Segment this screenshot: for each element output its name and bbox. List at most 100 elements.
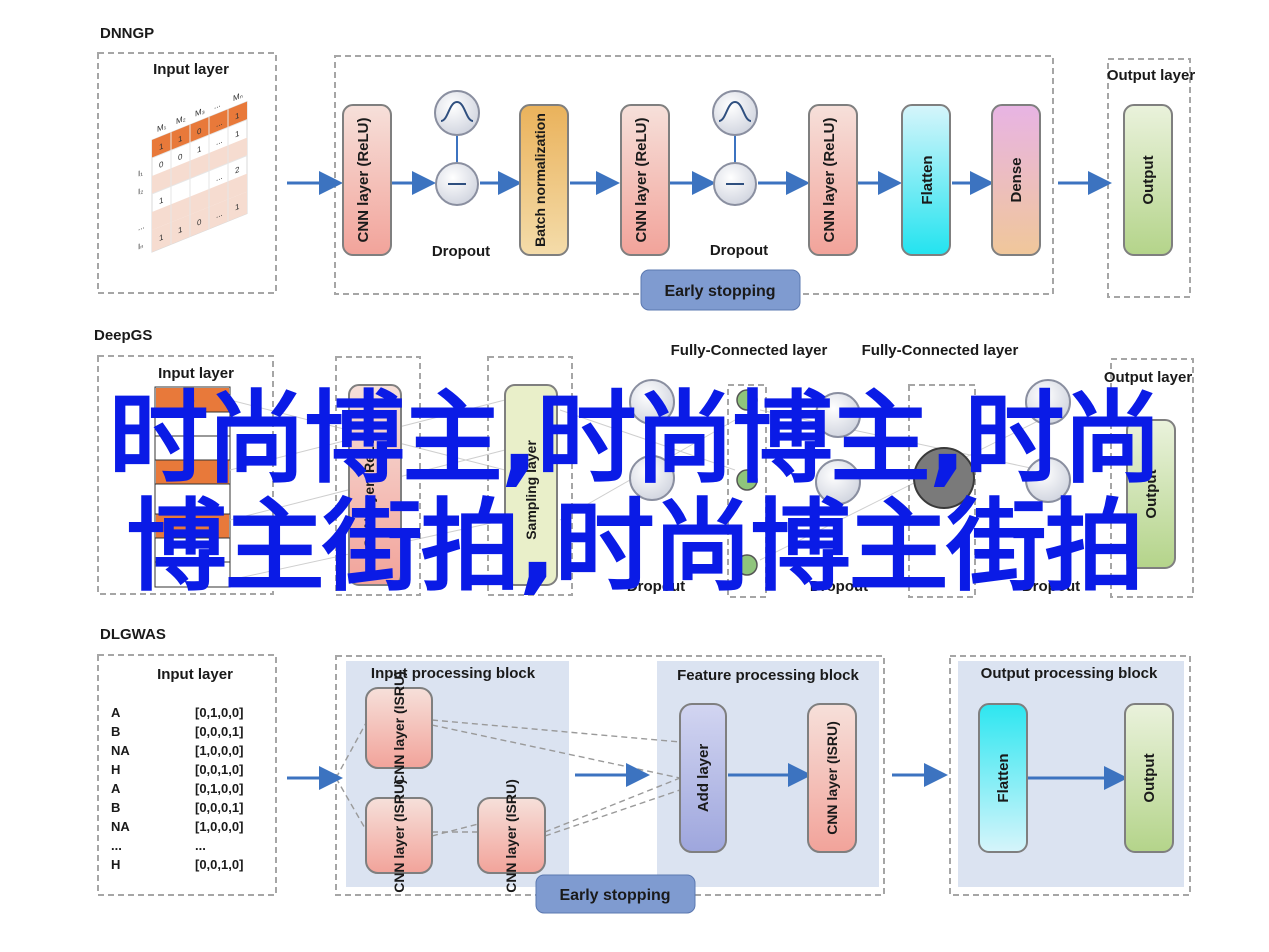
cnn-layer-block	[620, 104, 670, 256]
fc-node	[913, 447, 975, 509]
sequence-code: [0,0,1,0]	[195, 857, 243, 872]
output-label: Output	[1143, 469, 1160, 518]
panel-deepgs: DeepGS Input layer 0 ... 0 C	[94, 327, 1194, 598]
matrix-cell: 0	[197, 125, 202, 137]
sequence-base: A	[111, 705, 121, 720]
input-layer-label: Input layer	[153, 61, 229, 78]
sequence-base: H	[111, 762, 120, 777]
highlight-row	[152, 101, 247, 158]
sequence-base: B	[111, 724, 120, 739]
panel-dnngp: DNNGP Input layer 1 1 0 ... 1 0 0 1 ... …	[97, 25, 1196, 311]
output-layer-frame	[1110, 358, 1194, 598]
matrix-row-header: I₁	[138, 167, 143, 179]
output-label: Output	[1140, 155, 1157, 204]
panel-title: DeepGS	[94, 327, 152, 344]
matrix-cell: ...	[188, 496, 195, 505]
flatten-block	[901, 104, 951, 256]
sampling-layer-block	[504, 384, 558, 586]
input-layer-frame	[97, 355, 274, 595]
output-layer-label: Output layer	[1107, 67, 1196, 84]
early-stopping-label: Early stopping	[664, 283, 775, 300]
flatten-label: Flatten	[919, 155, 936, 204]
sampling-layer-label: Sampling layer	[523, 440, 539, 540]
input-layer-frame	[97, 654, 277, 896]
cnn-isru-label: CNN layer (ISRU)	[503, 779, 519, 893]
dropout-label: Dropout	[1022, 578, 1080, 595]
cnn-isru-block	[365, 797, 433, 874]
cnn-isru-block	[807, 703, 857, 853]
sequence-code: [1,0,0,0]	[195, 819, 243, 834]
matrix-col-header: Mₙ	[233, 90, 243, 104]
cnn-isru-label: CNN layer (ISRU)	[391, 671, 407, 785]
output-block	[1123, 104, 1173, 256]
cnn-frame	[335, 356, 421, 596]
matrix-cell: 1	[178, 133, 183, 145]
output-layer-label: Output layer	[1104, 369, 1193, 386]
matrix-cell: 1	[197, 143, 202, 155]
batch-normalization-label: Batch normalization	[532, 113, 548, 247]
matrix-cell: 1	[235, 128, 240, 140]
cnn-layer-block	[808, 104, 858, 256]
cnn-isru-label: CNN layer (ISRU)	[391, 779, 407, 893]
matrix-cell: 0	[197, 216, 202, 228]
input-layer-frame	[97, 52, 277, 294]
dropout-node	[1025, 457, 1071, 503]
flatten-block	[978, 703, 1028, 853]
sequence-code: [0,0,0,1]	[195, 800, 243, 815]
matrix-cell: ...	[216, 208, 223, 220]
output-processing-label: Output processing block	[981, 665, 1158, 682]
matrix-cell: 0	[178, 151, 183, 163]
matrix-cell: 1	[159, 141, 164, 153]
fc-layer-label: Fully-Connected layer	[671, 342, 828, 359]
cnn-isru-block	[477, 797, 546, 874]
sequence-base: ...	[111, 838, 122, 853]
dropout-label: Dropout	[627, 578, 685, 595]
sequence-base: H	[111, 857, 120, 872]
matrix-cell: 0	[190, 523, 195, 532]
fc-node	[736, 389, 758, 411]
add-layer-label: Add layer	[695, 744, 712, 813]
fc-layer-label: Fully-Connected layer	[862, 342, 1019, 359]
early-stopping-badge	[640, 269, 801, 311]
flatten-label: Flatten	[995, 753, 1012, 802]
genotype-matrix: 1 1 0 ... 1 0 0 1 ... 1 1 ... 2 1 1 0 ..…	[138, 90, 248, 253]
matrix-cell: 2	[235, 164, 240, 176]
dense-block	[991, 104, 1041, 256]
sequence-code: [0,1,0,0]	[195, 781, 243, 796]
sequence-code: [0,1,0,0]	[195, 705, 243, 720]
cnn-isru-label: CNN layer (ISRU)	[824, 721, 840, 835]
sequence-code: [0,0,0,1]	[195, 724, 243, 739]
cnn-isru-block	[365, 687, 433, 769]
dropout-node	[629, 379, 675, 425]
matrix-cell: 1	[159, 195, 164, 207]
dropout-node	[815, 459, 861, 505]
fc-frame	[727, 384, 767, 598]
dropout-label: Dropout	[432, 243, 490, 260]
sequence-base: NA	[111, 819, 130, 834]
matrix-row-header: Iₙ	[138, 240, 143, 252]
activation-node	[712, 90, 758, 136]
output-block	[1126, 419, 1176, 569]
cnn-layer-block	[348, 384, 402, 586]
sampling-frame	[487, 356, 573, 596]
feature-processing-label: Feature processing block	[677, 667, 859, 684]
dropout-label: Dropout	[810, 578, 868, 595]
input-processing-label: Input processing block	[371, 665, 536, 682]
cnn-layer-block	[342, 104, 392, 256]
input-layer-label: Input layer	[157, 666, 233, 683]
early-stopping-badge	[535, 874, 696, 914]
cnn-layer-label: CNN layer (ReLU)	[633, 117, 650, 242]
panel-title: DNNGP	[100, 25, 154, 42]
dense-label: Dense	[1008, 157, 1025, 202]
sequence-base: NA	[111, 743, 130, 758]
sequence-base: A	[111, 781, 121, 796]
cnn-layer-label: CNN layer (ReLU)	[355, 117, 372, 242]
input-matrix: 0 ... 0	[154, 386, 231, 588]
early-stopping-label: Early stopping	[559, 887, 670, 904]
sequence-code: [0,0,1,0]	[195, 762, 243, 777]
dropout-node	[815, 392, 861, 438]
matrix-cell: 0	[190, 397, 195, 406]
panel-dlgwas: DLGWAS Input layer A [0,1,0,0] B [0,0,0,…	[97, 626, 1191, 914]
input-layer-label: Input layer	[158, 365, 234, 382]
